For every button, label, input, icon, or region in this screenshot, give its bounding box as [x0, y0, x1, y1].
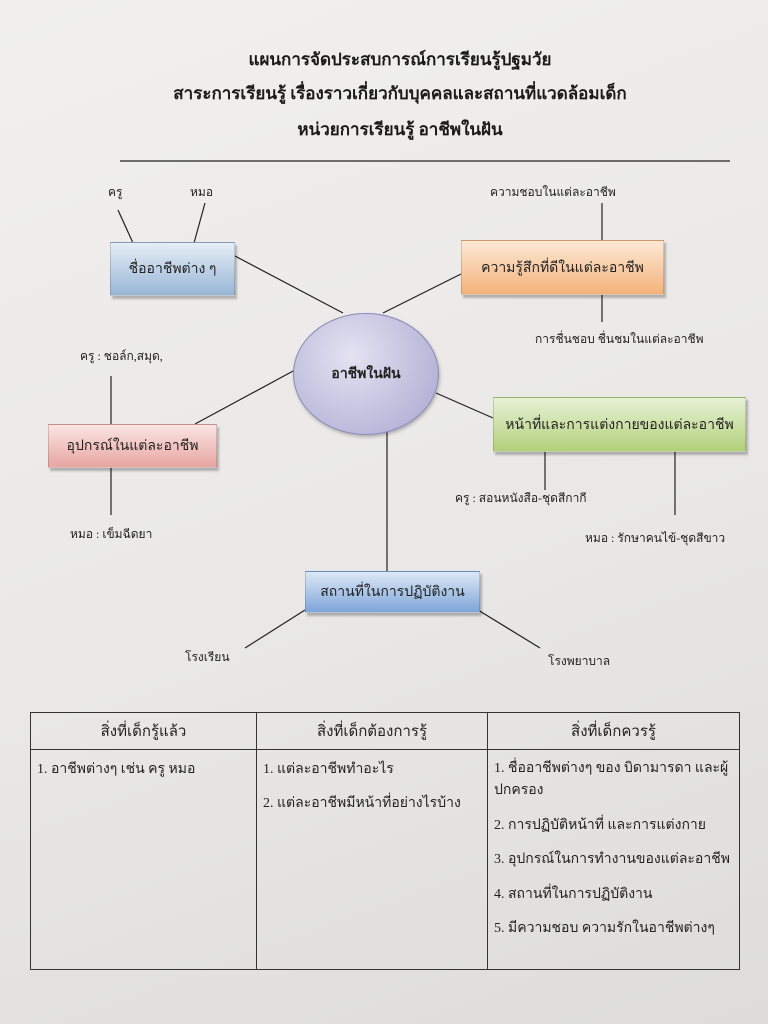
cell-want: 1. แต่ละอาชีพทำอะไร 2. แต่ละอาชีพมีหน้าท…	[256, 749, 488, 970]
list-item: 2. แต่ละอาชีพมีหน้าที่อย่างไรบ้าง	[263, 796, 461, 811]
duties-doctor-label: หมอ : รักษาคนไข้-ชุดสีขาว	[585, 531, 726, 545]
list-item: 3. อุปกรณ์ในการทำงานของแต่ละอาชีพ	[494, 852, 730, 868]
center-node-dream-job: อาชีพในฝัน	[293, 313, 439, 435]
node-label: ชื่ออาชีพต่าง ๆ	[128, 262, 217, 277]
list-item: 1. ชื่ออาชีพต่างๆ ของ บิดามารดา และผู้ปก…	[494, 761, 729, 799]
list-item: 1. แต่ละอาชีพทำอะไร	[263, 762, 394, 777]
tools-above-label: ครู : ชอล์ก,สมุด,	[80, 349, 163, 363]
node-label: ความรู้สึกที่ดีในแต่ละอาชีพ	[481, 260, 644, 276]
node-label: หน้าที่และการแต่งกายของแต่ละอาชีพ	[505, 417, 734, 433]
feelings-above-label: ความชอบในแต่ละอาชีพ	[490, 185, 616, 199]
center-label: อาชีพในฝัน	[331, 367, 401, 382]
unit-heading: หน่วยการเรียนรู้ อาชีพในฝัน	[297, 120, 503, 139]
tools-below-label: หมอ : เข็มฉีดยา	[70, 527, 153, 541]
names-item-doctor: หมอ	[190, 185, 214, 199]
node-label: สถานที่ในการปฏิบัติงาน	[320, 585, 465, 600]
col-header-should: สิ่งที่เด็กควรรู้	[487, 712, 740, 750]
subject-heading: สาระการเรียนรู้ เรื่องราวเกี่ยวกับบุคคลแ…	[173, 84, 627, 103]
cell-should: 1. ชื่ออาชีพต่างๆ ของ บิดามารดา และผู้ปก…	[487, 749, 740, 970]
cell-known: 1. อาชีพต่างๆ เช่น ครู หมอ	[30, 749, 257, 970]
document-title: แผนการจัดประสบการณ์การเรียนรู้ปฐมวัย	[248, 50, 552, 69]
list-item: 4. สถานที่ในการปฏิบัติงาน	[494, 886, 653, 902]
node-workplaces: สถานที่ในการปฏิบัติงาน	[305, 571, 480, 613]
node-label: อุปกรณ์ในแต่ละอาชีพ	[66, 439, 199, 454]
node-good-feelings: ความรู้สึกที่ดีในแต่ละอาชีพ	[461, 240, 664, 295]
duties-teacher-label: ครู : สอนหนังสือ-ชุดสีกากี	[455, 491, 587, 505]
place-hospital-label: โรงพยาบาล	[548, 654, 611, 668]
list-item: 2. การปฏิบัติหน้าที่ และการแต่งกาย	[494, 817, 706, 833]
list-item: 1. อาชีพต่างๆ เช่น ครู หมอ	[37, 762, 196, 777]
node-occupation-names: ชื่ออาชีพต่าง ๆ	[110, 242, 235, 296]
place-school-label: โรงเรียน	[185, 650, 230, 664]
table-header-row: สิ่งที่เด็กรู้แล้ว สิ่งที่เด็กต้องการรู้…	[30, 712, 740, 750]
feelings-below-label: การชื่นชอบ ชื่นชมในแต่ละอาชีพ	[535, 332, 704, 346]
col-header-want: สิ่งที่เด็กต้องการรู้	[256, 712, 488, 750]
names-item-teacher: ครู	[108, 185, 123, 199]
table-row: 1. อาชีพต่างๆ เช่น ครู หมอ 1. แต่ละอาชีพ…	[30, 749, 740, 970]
learning-table: สิ่งที่เด็กรู้แล้ว สิ่งที่เด็กต้องการรู้…	[30, 712, 740, 970]
col-header-known: สิ่งที่เด็กรู้แล้ว	[30, 712, 257, 750]
node-duties-attire: หน้าที่และการแต่งกายของแต่ละอาชีพ	[493, 397, 746, 452]
node-tools: อุปกรณ์ในแต่ละอาชีพ	[48, 424, 217, 468]
list-item: 5. มีความชอบ ความรักในอาชีพต่างๆ	[494, 920, 715, 936]
